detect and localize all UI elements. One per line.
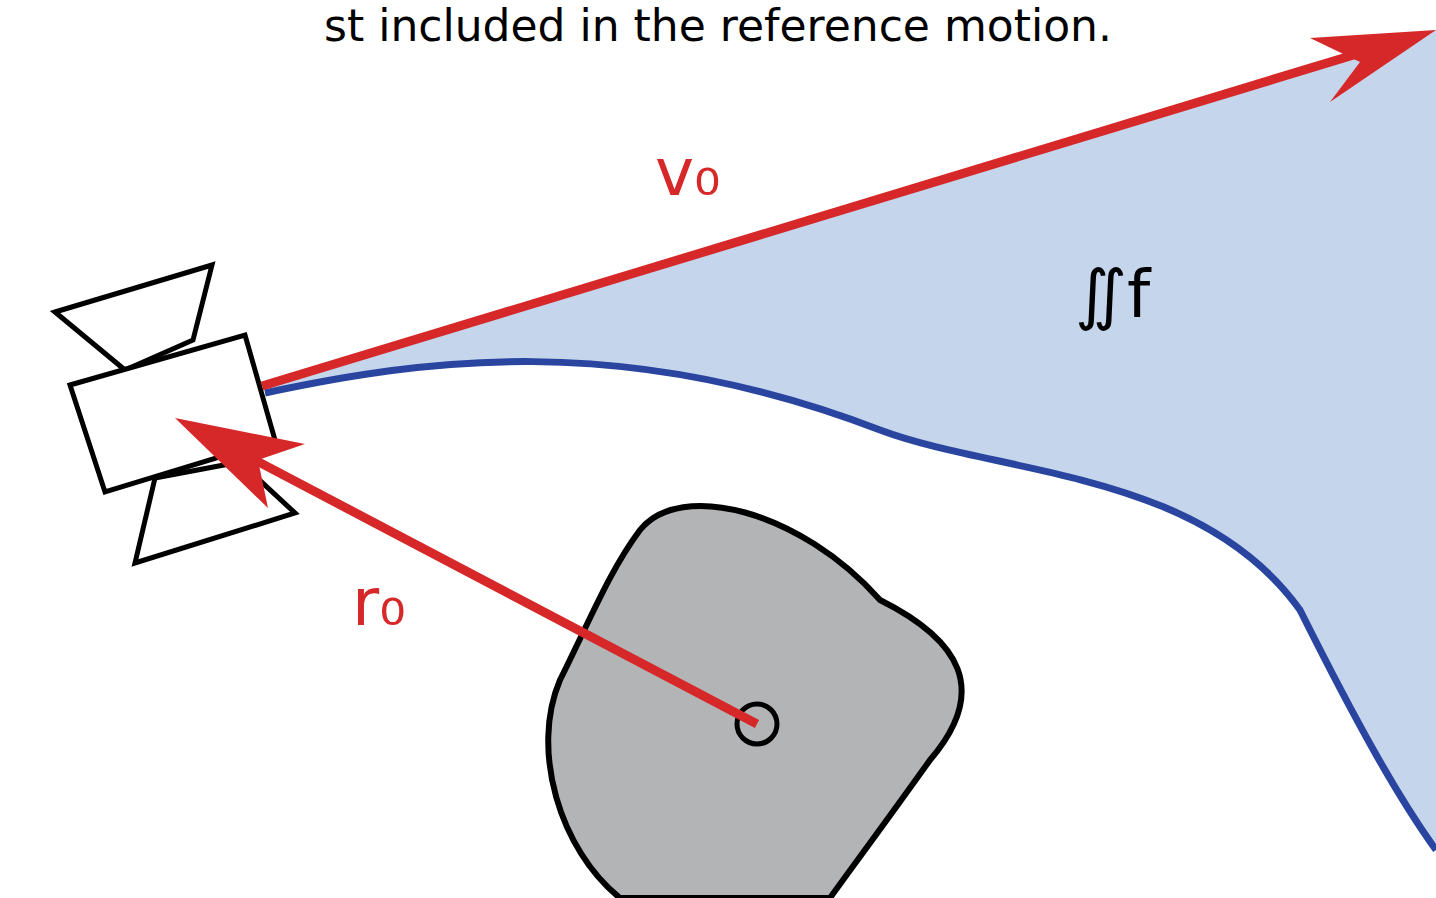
integral-label: ∬f: [1075, 262, 1150, 328]
arrow-head: [1310, 30, 1436, 102]
arrow-head: [175, 418, 305, 508]
asteroid: [548, 506, 961, 898]
velocity-vector: [262, 50, 1370, 386]
position-vector: [215, 439, 757, 724]
vector-label: r₀: [352, 570, 406, 636]
vector-label: v₀: [655, 140, 721, 206]
caption-fragment: st included in the reference motion.: [324, 4, 1112, 48]
